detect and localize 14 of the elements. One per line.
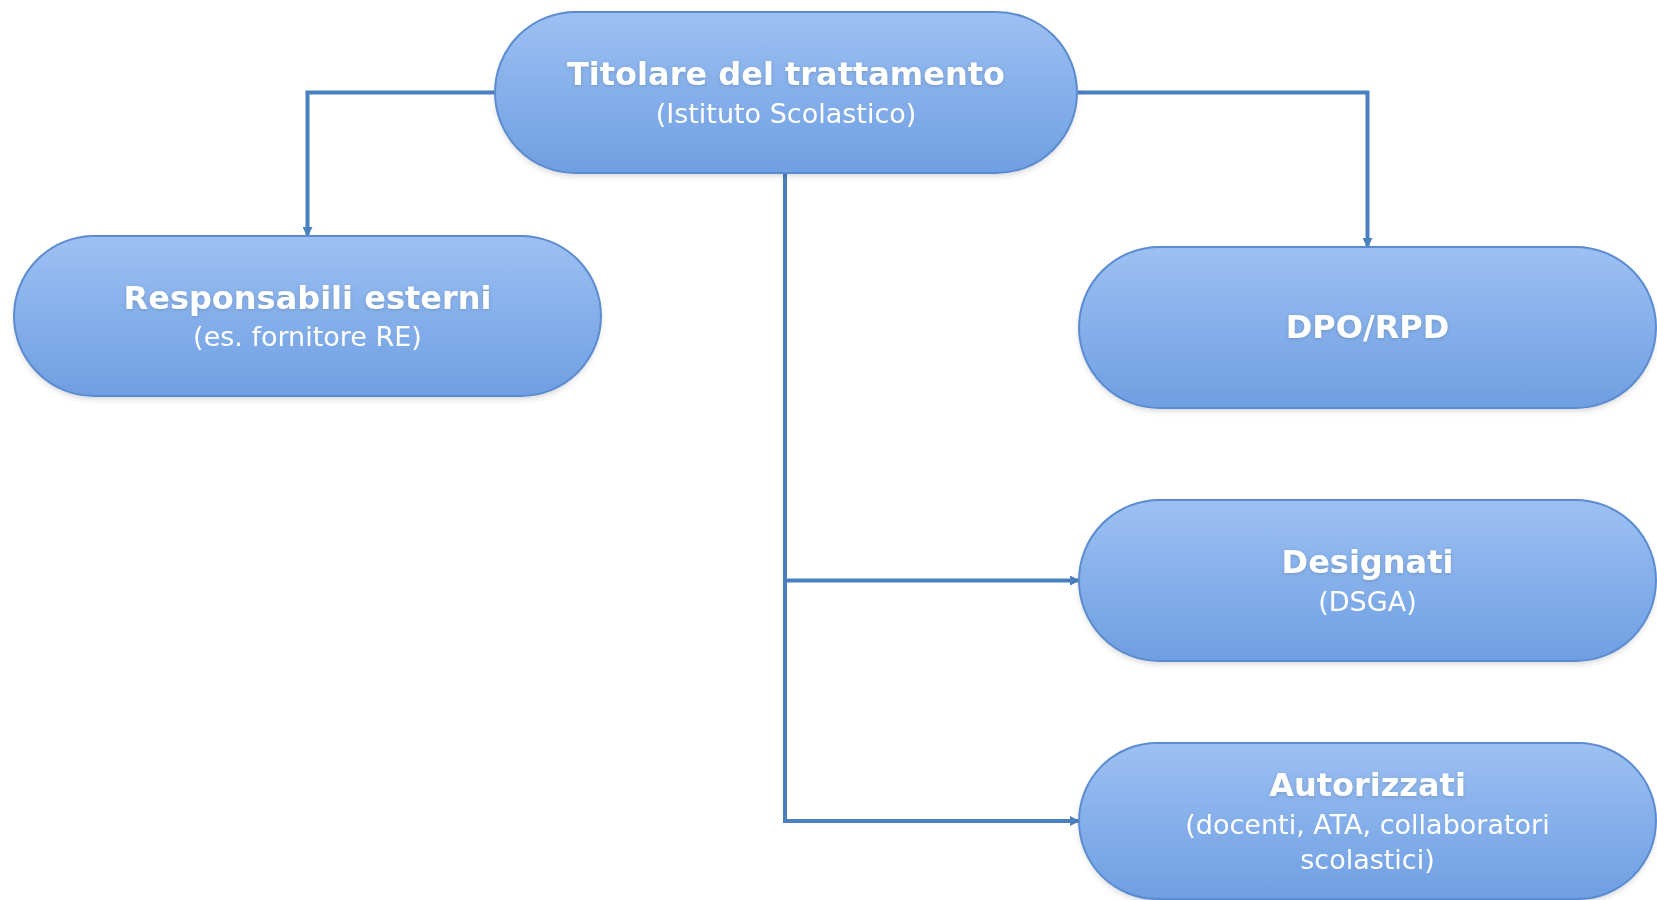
node-title: Titolare del trattamento (567, 54, 1005, 96)
node-subtitle: (docenti, ATA, collaboratori scolastici) (1184, 807, 1551, 877)
node-title: Autorizzati (1269, 765, 1466, 807)
connector-arrow (302, 90, 494, 237)
rounded-node (1078, 742, 1657, 900)
node-title: DPO/RPD (1285, 306, 1450, 348)
rounded-node (1078, 246, 1657, 409)
connector-arrow (1078, 90, 1373, 248)
rounded-node (1078, 499, 1657, 662)
node-subtitle: (es. fornitore RE) (193, 320, 422, 355)
node-title: Responsabili esterni (123, 277, 492, 319)
node-subtitle: (Istituto Scolastico) (655, 96, 917, 131)
node-subtitle: (DSGA) (1318, 584, 1417, 619)
node-title: Designati (1281, 542, 1454, 584)
